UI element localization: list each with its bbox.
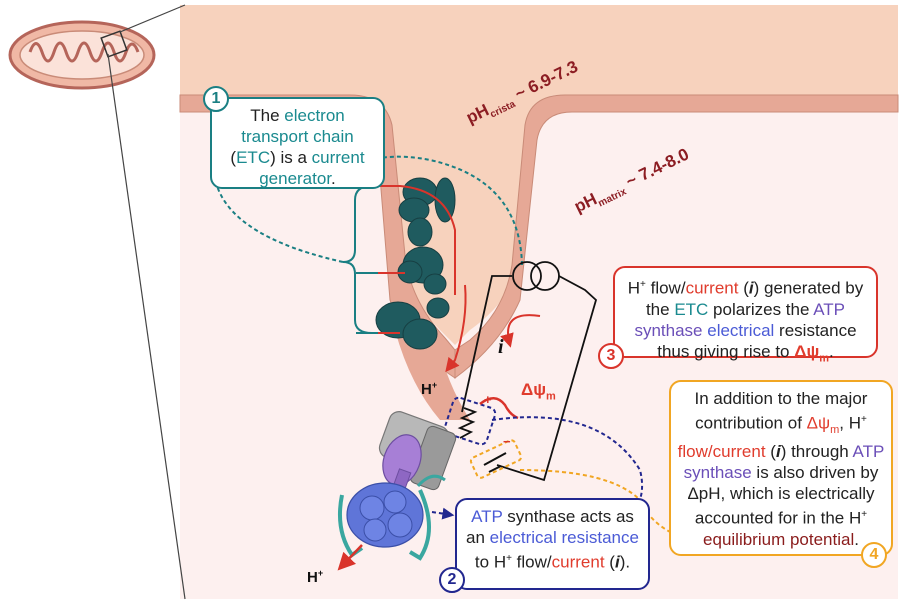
callout-atp-synthase-resistance: ATP synthase acts as an electrical resis… (455, 498, 650, 590)
electron-transport-chain-icon (375, 177, 456, 350)
circuit-wire-left (461, 275, 512, 413)
callout-etc-current-generator: The electron transport chain (ETC) is a … (210, 97, 385, 189)
etc-proton-arrows (377, 185, 467, 373)
current-direction-arrow (500, 314, 541, 348)
resistor-plus-mark: + (484, 392, 492, 407)
callout-polarization: H+ flow/current (i) generated by the ETC… (613, 266, 878, 364)
proton-exit-arrow (337, 544, 363, 571)
delta-psi-label: Δψm (521, 380, 556, 403)
callout-delta-ph: In addition to the major contribution of… (669, 380, 893, 556)
proton-label-lower: H+ (307, 568, 324, 586)
battery-symbol (469, 439, 523, 479)
blue-dashed-arrow-left (431, 507, 455, 520)
crista-space (180, 5, 898, 345)
membrane-stalk (395, 330, 470, 420)
resistor-minus-mark: − (503, 434, 511, 449)
zoom-line-top (119, 4, 186, 33)
delta-psi-bracket (479, 397, 519, 420)
blue-dashed-arrow-right (491, 416, 644, 530)
inner-membrane-right (454, 94, 899, 379)
mitochondrion-icon (8, 20, 156, 90)
resistor-symbol (443, 396, 497, 446)
callout-number-4: 4 (861, 542, 887, 568)
proton-label-upper: H+ (421, 380, 438, 398)
atp-synthase-icon (338, 411, 457, 561)
zoom-line-bottom (107, 53, 186, 600)
callout-number-3: 3 (598, 343, 624, 369)
circuit-wire-right (496, 275, 598, 482)
current-i-label: i (498, 336, 504, 358)
callout-number-2: 2 (439, 567, 465, 593)
callout-number-1: 1 (203, 86, 229, 112)
